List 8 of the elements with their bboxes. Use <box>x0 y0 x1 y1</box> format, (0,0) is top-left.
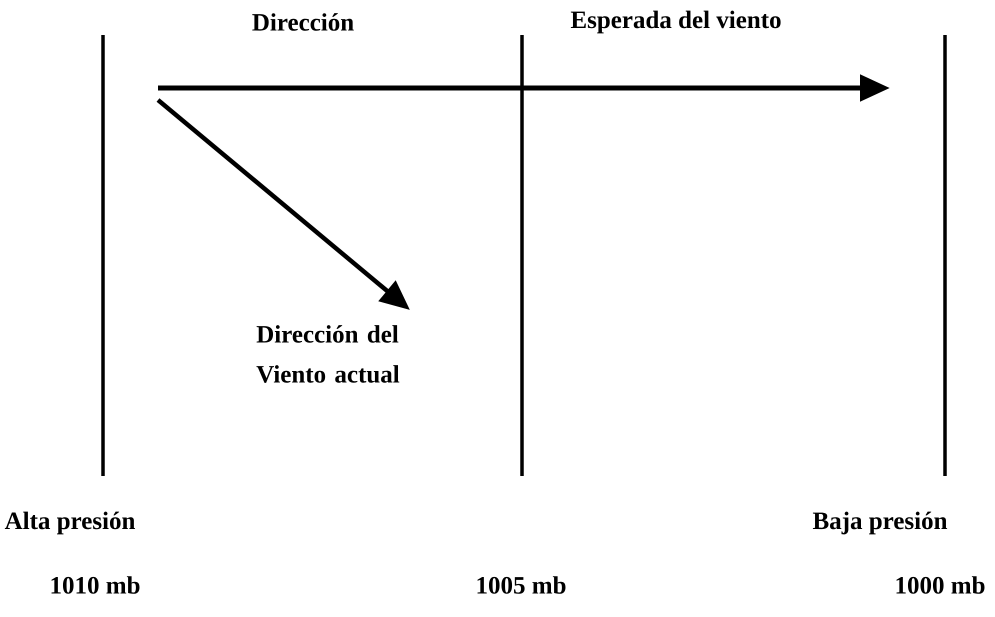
label: Dirección <box>252 13 354 31</box>
label: 1010 mb <box>52 576 140 594</box>
label: 1005 mb <box>478 576 566 594</box>
label: Esperada del viento <box>570 10 781 34</box>
label: Alta presión <box>4 512 136 534</box>
label: 1000 mb <box>896 576 984 594</box>
label: Baja presión <box>812 512 948 534</box>
label: Dirección del Viento actual <box>256 325 400 383</box>
